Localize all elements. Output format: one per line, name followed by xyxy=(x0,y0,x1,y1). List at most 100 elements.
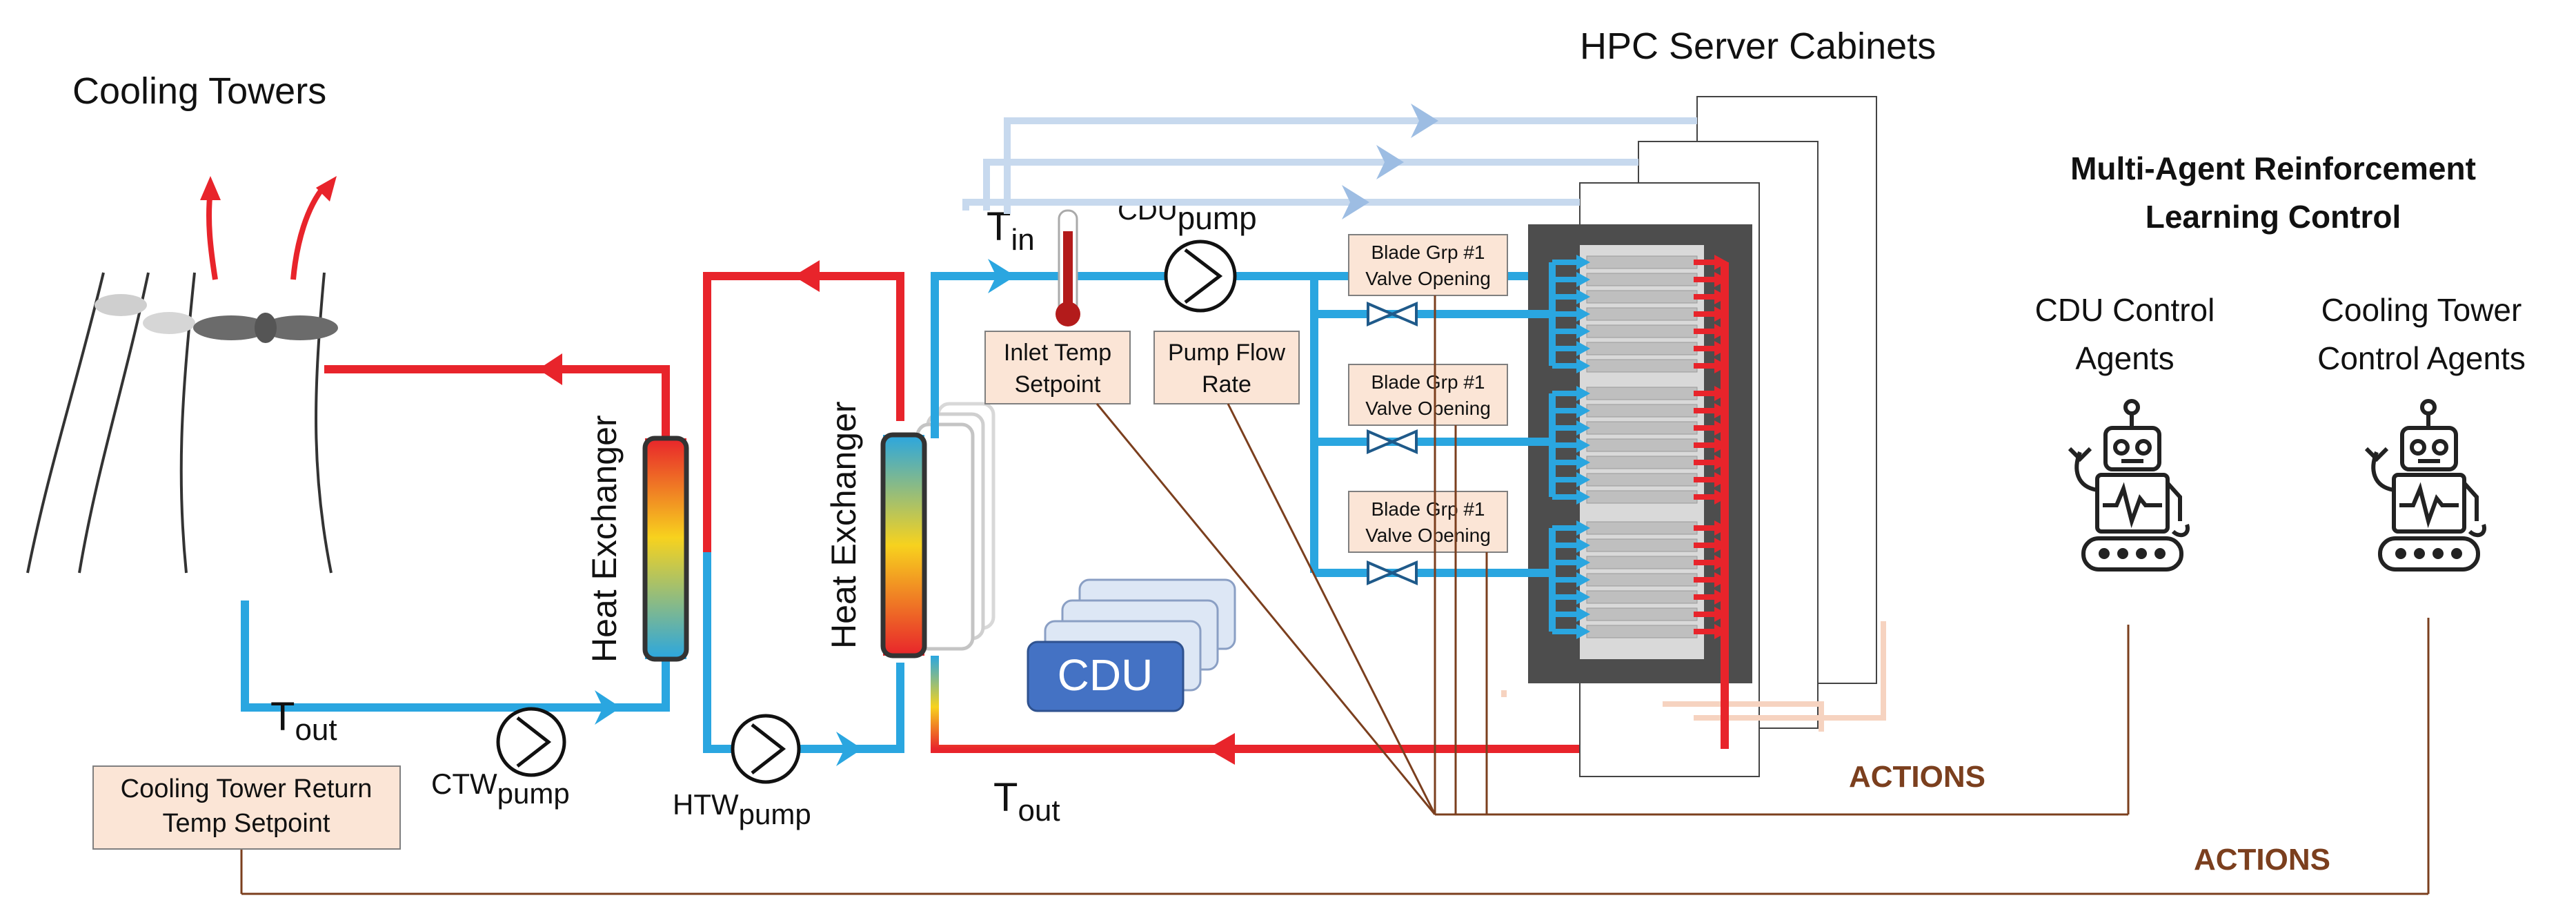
flow-arrow-icon xyxy=(793,260,820,292)
thermometer-icon xyxy=(1056,209,1080,326)
flow-arrow-icon xyxy=(538,353,562,385)
flow-arrow-icon xyxy=(988,259,1015,293)
cdu-agents-label-line1: CDU Control xyxy=(2035,292,2215,328)
marl-title-line1: Multi-Agent Reinforcement xyxy=(2070,150,2476,186)
blade-inlet-arrowhead xyxy=(1576,341,1590,356)
blade-slot xyxy=(1586,421,1698,435)
flow-arrow-icon xyxy=(836,732,862,766)
blade-slot xyxy=(1586,359,1698,373)
exhaust-arrow-icon xyxy=(200,176,337,280)
blade-slot xyxy=(1586,290,1698,304)
valve-icon xyxy=(1367,560,1418,586)
flow-arrow-icon xyxy=(595,690,621,725)
blade-inlet-arrowhead xyxy=(1576,386,1590,401)
blade-inlet-arrowhead xyxy=(1576,455,1590,470)
inlet-temp-setpoint-box: Inlet Temp Setpoint xyxy=(984,331,1131,404)
svg-text:Blade Grp #1: Blade Grp #1 xyxy=(1371,498,1485,520)
cdu-pump-icon xyxy=(1164,240,1237,313)
valve-opening-box-2: Blade Grp #1 Valve Opening xyxy=(1348,364,1508,426)
blade-slot xyxy=(1586,538,1698,552)
blade-inlet-arrowhead xyxy=(1576,472,1590,487)
cooling-tower xyxy=(26,176,338,587)
heat-exchanger-1-label: Heat Exchanger xyxy=(585,415,624,663)
svg-text:Blade Grp #1: Blade Grp #1 xyxy=(1371,242,1485,263)
blade-slot xyxy=(1586,607,1698,621)
blade-inlet-arrowhead xyxy=(1576,420,1590,436)
svg-text:Blade Grp #1: Blade Grp #1 xyxy=(1371,371,1485,393)
svg-text:Valve Opening: Valve Opening xyxy=(1365,398,1491,419)
cooling-drops xyxy=(204,378,316,587)
blade-slot xyxy=(1586,473,1698,487)
t-out-label-right: Tout xyxy=(993,775,1060,828)
ctw-pump-label: CTWpump xyxy=(431,768,570,810)
blade-inlet-arrowhead xyxy=(1576,438,1590,453)
htw-pump-icon xyxy=(731,714,801,784)
heat-exchanger-2-core xyxy=(883,435,924,656)
valve-icon xyxy=(1367,429,1418,455)
cdu-box xyxy=(1027,641,1185,712)
robot-icon xyxy=(2364,399,2486,572)
blade-slot xyxy=(1586,273,1698,286)
heat-exchanger-2 xyxy=(880,432,927,658)
blade-inlet-arrowhead xyxy=(1576,403,1590,418)
cooling-towers-title: Cooling Towers xyxy=(72,70,326,112)
blade-inlet-arrowhead xyxy=(1576,306,1590,322)
blade-inlet-arrowhead xyxy=(1576,520,1590,536)
svg-text:Temp Setpoint: Temp Setpoint xyxy=(163,809,330,838)
svg-text:Rate: Rate xyxy=(1202,371,1251,398)
blade-slot xyxy=(1586,573,1698,587)
blade-inlet-arrowhead xyxy=(1576,589,1590,605)
blade-slot xyxy=(1586,307,1698,321)
robot-icon xyxy=(2068,399,2190,572)
pump-flow-rate-box: Pump Flow Rate xyxy=(1153,331,1300,404)
blade-slot xyxy=(1586,404,1698,418)
blade-inlet-arrowhead xyxy=(1576,572,1590,587)
blade-slot xyxy=(1586,490,1698,504)
actions-label-2: ACTIONS xyxy=(2194,843,2330,877)
ctw-pump-icon xyxy=(496,707,566,777)
blade-inlet-arrowhead xyxy=(1576,324,1590,339)
blade-slot xyxy=(1586,438,1698,452)
ct-agents-label-line1: Cooling Tower xyxy=(2321,292,2522,328)
t-out-label-left: Tout xyxy=(270,694,337,747)
blade-slot xyxy=(1586,324,1698,338)
blade-slot xyxy=(1586,590,1698,604)
hpc-cabinets-title: HPC Server Cabinets xyxy=(1580,26,1936,67)
control-lines xyxy=(240,295,2430,895)
flow-arrow-icon xyxy=(1207,733,1235,765)
htw-loop xyxy=(703,260,904,766)
blade-slot xyxy=(1586,456,1698,469)
ct-agents-label-line2: Control Agents xyxy=(2317,340,2526,376)
heat-exchanger-2-stack xyxy=(915,402,995,651)
valve-opening-box-3: Blade Grp #1 Valve Opening xyxy=(1348,491,1508,553)
fan-icon xyxy=(193,313,338,343)
faint-supply-lines xyxy=(962,104,1697,219)
blade-inlet-arrowhead xyxy=(1576,289,1590,304)
cdu-agents-label-line2: Agents xyxy=(2075,340,2174,376)
svg-text:Pump Flow: Pump Flow xyxy=(1168,340,1285,366)
cdu-label: CDU xyxy=(1058,650,1153,700)
svg-text:Valve Opening: Valve Opening xyxy=(1365,525,1491,546)
blade-slot xyxy=(1586,342,1698,355)
blade-inlet-arrowhead xyxy=(1576,358,1590,373)
blade-inlet-arrowhead xyxy=(1576,624,1590,639)
svg-text:Valve Opening: Valve Opening xyxy=(1365,268,1491,289)
marl-title-line2: Learning Control xyxy=(2146,199,2401,235)
blade-slot xyxy=(1586,625,1698,638)
condenser-loop xyxy=(241,353,670,725)
valve-opening-box-1: Blade Grp #1 Valve Opening xyxy=(1348,234,1508,296)
blade-slot xyxy=(1586,387,1698,400)
heat-exchanger-2-label: Heat Exchanger xyxy=(824,401,863,649)
ct-return-setpoint-box: Cooling Tower Return Temp Setpoint xyxy=(92,765,401,850)
fan-shadow-1 xyxy=(95,294,147,316)
valve-manifold xyxy=(1310,276,1552,577)
valve-icon xyxy=(1367,301,1418,327)
heat-exchanger-1-core xyxy=(645,438,686,659)
blade-inlet-arrowhead xyxy=(1576,607,1590,622)
blade-slot xyxy=(1586,521,1698,535)
blade-inlet-arrowhead xyxy=(1576,489,1590,505)
blade-inlet-arrowhead xyxy=(1576,538,1590,553)
blade-slot xyxy=(1586,255,1698,269)
actions-label-1: ACTIONS xyxy=(1849,760,1985,794)
blade-inlet-arrowhead xyxy=(1576,272,1590,287)
